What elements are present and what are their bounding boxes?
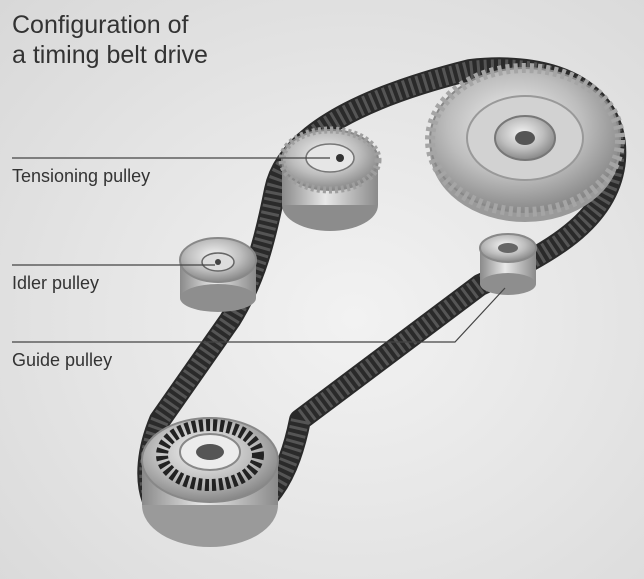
- tensioning-pulley: [278, 126, 382, 231]
- idler-pulley-label: Idler pulley: [12, 273, 100, 293]
- title-line-2: a timing belt drive: [12, 41, 208, 69]
- guide-pulley: [479, 233, 537, 295]
- tensioning-pulley-label: Tensioning pulley: [12, 166, 151, 186]
- guide-leader: [12, 287, 506, 343]
- camshaft-gear: [425, 63, 625, 222]
- title-line-1: Configuration of: [12, 11, 189, 39]
- crankshaft-gear: [141, 417, 279, 547]
- leader-lines: [12, 157, 506, 343]
- idler-pulley: [179, 237, 257, 312]
- diagram-title: Configuration of a timing belt drive: [12, 10, 208, 70]
- guide-pulley-label: Guide pulley: [12, 350, 113, 370]
